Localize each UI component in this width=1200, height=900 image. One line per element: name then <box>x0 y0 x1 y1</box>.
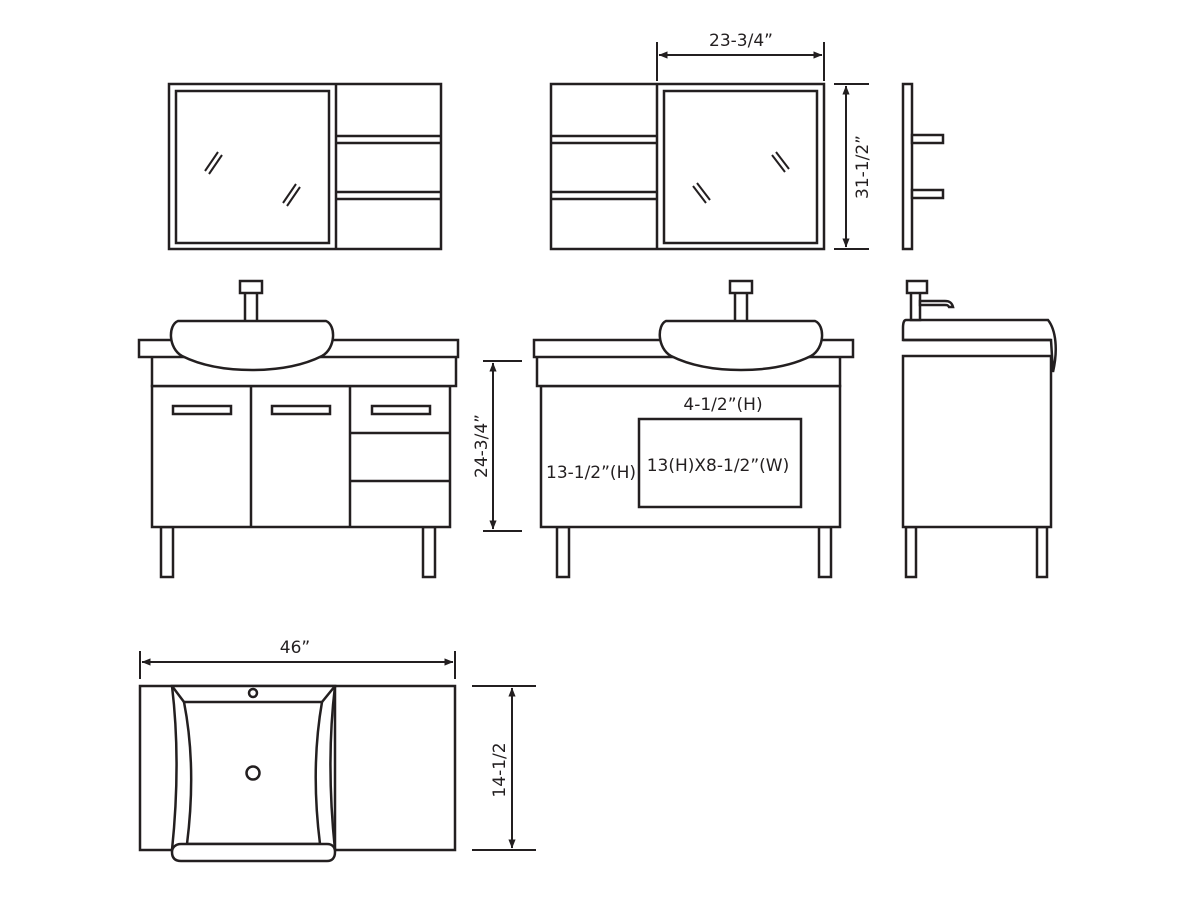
plumbing-opening <box>637 417 803 509</box>
mirror-side-view <box>901 82 945 251</box>
vessel-sink <box>169 319 335 372</box>
mirror-front-view-right <box>549 82 826 251</box>
opening-size-label: 13(H)X8-1/2”(W) <box>647 456 790 476</box>
mirror-front-view-left <box>167 82 443 251</box>
faucet-stem <box>243 290 259 324</box>
top-width-label: 46” <box>280 638 310 658</box>
dimension-top-depth <box>472 685 536 851</box>
drawer-handle <box>370 404 432 416</box>
opening-top-label: 4-1/2”(H) <box>683 395 762 415</box>
faucet-handle <box>905 279 929 295</box>
door-handle <box>171 404 233 416</box>
vanity-top-view <box>138 684 457 863</box>
drain <box>245 765 261 781</box>
sink-front-edge <box>170 842 337 863</box>
mirror-width-label: 23-3/4” <box>709 31 773 51</box>
vanity-back-view <box>532 279 855 579</box>
faucet-stem <box>733 290 749 324</box>
vanity-height-label: 24-3/4” <box>472 414 492 478</box>
dimension-mirror-height <box>834 83 869 250</box>
faucet-handle <box>728 279 754 295</box>
vanity-side-view <box>901 279 1057 579</box>
faucet-stem <box>909 290 922 322</box>
faucet-hole <box>247 687 259 699</box>
vessel-sink <box>658 319 824 372</box>
faucet-spout <box>918 299 955 309</box>
dimension-mirror-width <box>656 42 825 81</box>
mirror-height-label: 31-1/2” <box>853 135 873 199</box>
door-handle <box>270 404 332 416</box>
top-depth-label: 14-1/2 <box>490 742 510 797</box>
opening-side-label: 13-1/2”(H) <box>546 463 636 483</box>
faucet-handle <box>238 279 264 295</box>
dimension-top-width <box>139 651 456 679</box>
glass-reflection-mark <box>692 151 790 204</box>
vanity-front-view <box>137 279 460 579</box>
dimension-vanity-height <box>483 360 522 532</box>
glass-reflection-mark <box>204 151 301 207</box>
